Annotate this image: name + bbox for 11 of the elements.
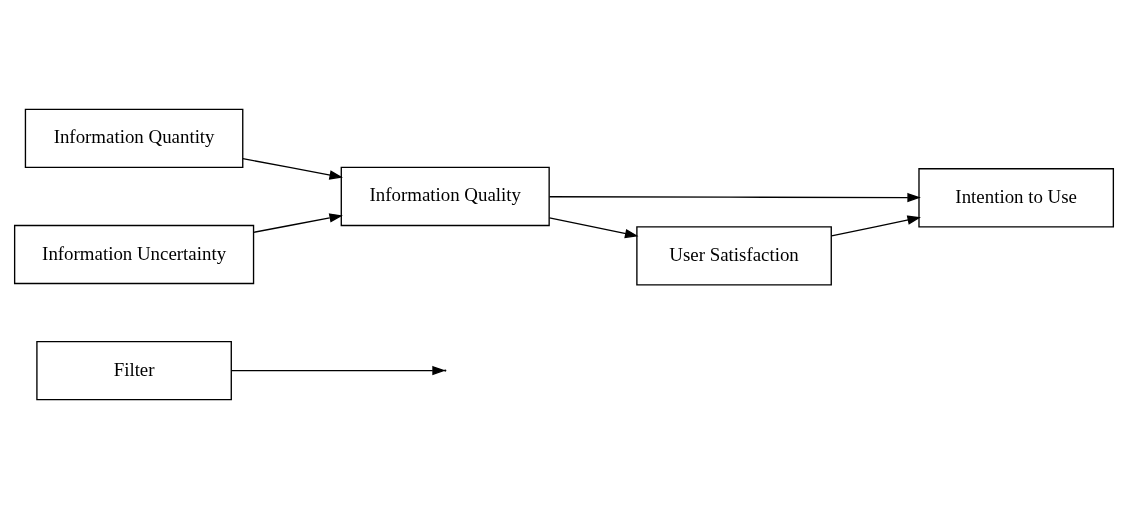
- node-box: User Satisfaction: [636, 225, 832, 286]
- node-box: Information Uncertainty: [13, 224, 255, 284]
- node-box: Filter: [36, 340, 232, 400]
- arrow: [548, 192, 921, 202]
- arrow: [830, 214, 921, 237]
- node-box: Information Quality: [340, 166, 550, 226]
- node-box: Intention to Use: [918, 167, 1115, 227]
- node-box: Information Quantity: [24, 108, 244, 168]
- arrow: [253, 212, 343, 233]
- arrow: [242, 157, 343, 180]
- arrow: [548, 216, 639, 238]
